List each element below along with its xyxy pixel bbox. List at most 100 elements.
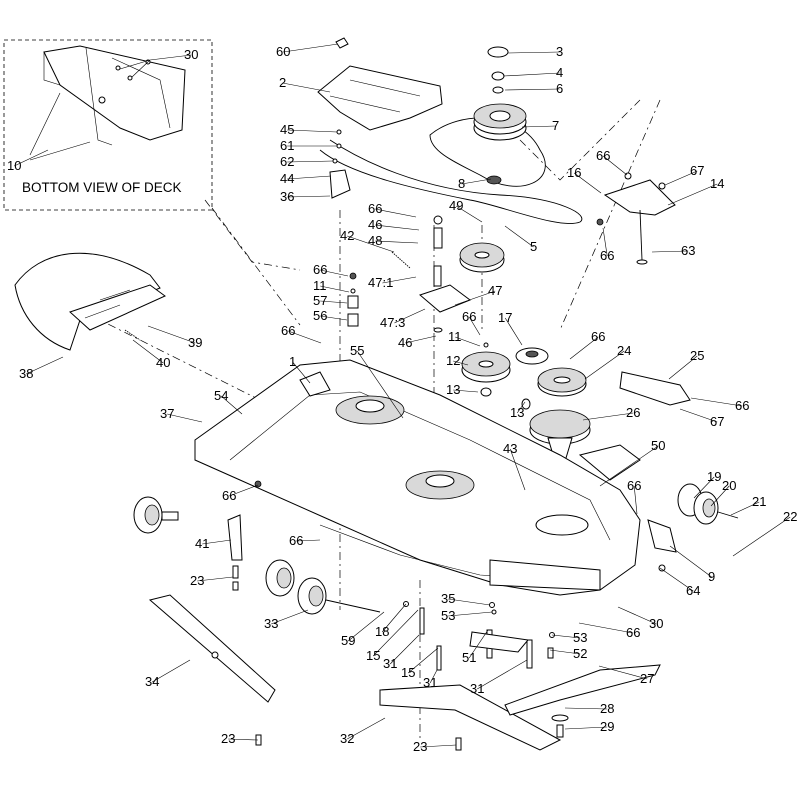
part-number: 12 [446,353,460,368]
callout-c64: 64 [659,567,700,598]
leader-line [320,269,349,277]
part-number: 31 [423,675,437,690]
deck-baffles [148,594,661,751]
front-baffle [14,252,166,351]
leader-line [509,448,526,491]
leader-line [584,350,625,380]
rear-rollers [265,559,381,615]
callout-c22: 22 [732,509,797,557]
callout-c4: 4 [503,65,563,80]
callout-c40: 40 [132,339,170,370]
top-pulley-stack [473,46,527,185]
part-number: 6 [556,81,563,96]
part-number: 63 [681,243,695,258]
leader-line [468,316,481,336]
leader-line [282,82,331,93]
bottom-hardware [255,601,555,751]
callout-c26: 26 [582,405,640,421]
leader-line [228,738,259,741]
leader-line [405,335,437,344]
callout-c52: 52 [549,646,587,661]
part-number: 59 [341,633,355,648]
idler-bracket [596,172,676,265]
leader-line [454,290,496,306]
leader-line [202,539,232,545]
part-number: 20 [722,478,736,493]
callout-c37: 37 [160,406,203,423]
callout-c55: 55 [350,343,404,419]
callout-c66j: 66 [222,484,259,503]
callout-c66f: 66 [281,323,322,344]
callout-c23c: 23 [413,739,457,754]
leader-line [288,330,322,344]
leader-line [732,516,791,557]
leader-line [693,476,715,499]
leader-line [582,412,634,421]
callout-c57: 57 [313,293,348,308]
callout-c36: 36 [280,189,331,204]
part-number: 41 [195,536,209,551]
callout-c59: 59 [341,611,385,648]
part-number: 28 [600,701,614,716]
leader-line [710,485,730,507]
callout-c67b: 67 [679,408,724,429]
callout-c13b: 13 [510,401,526,420]
leader-line [320,300,348,304]
part-number: 5 [530,239,537,254]
callout-c9: 9 [669,545,715,584]
callout-c20: 20 [710,478,736,507]
part-number: 37 [160,406,174,421]
side-bracket [619,371,691,406]
callout-c32: 32 [340,717,386,746]
part-number: 23 [413,739,427,754]
leader-line [690,397,743,407]
callout-c21: 21 [730,494,766,516]
part-number: 46 [368,217,382,232]
leader-line [477,659,528,690]
callout-c23a: 23 [190,573,234,588]
part-number: 44 [280,171,294,186]
inset-bottom-view: BOTTOM VIEW OF DECK [3,39,213,211]
part-number: 49 [449,198,463,213]
part-number: 34 [145,674,159,689]
part-number: 47 [488,283,502,298]
part-number: 32 [340,731,354,746]
leader-line [375,224,420,231]
part-number: 31 [383,656,397,671]
callout-c15a: 15 [366,609,419,663]
callout-c1: 1 [289,354,311,384]
part-number: 53 [441,608,455,623]
leader-line [296,539,321,542]
part-number: 61 [280,138,294,153]
part-number: 7 [552,118,559,133]
callout-c46b: 46 [398,335,437,350]
callout-c29: 29 [564,719,614,734]
leader-line [667,183,718,206]
part-number: 67 [710,414,724,429]
callout-c66k: 66 [289,533,321,548]
part-number: 23 [190,573,204,588]
part-number: 40 [156,355,170,370]
callout-c46a: 46 [368,217,420,232]
part-number: 3 [556,44,563,59]
leader-line [659,567,694,592]
part-number: 15 [366,648,380,663]
part-number: 21 [752,494,766,509]
callout-c34: 34 [145,659,191,689]
callout-c31c: 31 [470,659,528,696]
part-number: 26 [626,405,640,420]
leader-line [598,665,648,680]
leader-line [679,408,718,423]
part-number: 14 [710,176,724,191]
leader-line [504,317,523,346]
callout-c53b: 53 [551,630,587,645]
leader-line [453,360,469,366]
leader-line [453,389,479,393]
leader-line [381,603,407,633]
callout-c11b: 11 [448,329,481,347]
part-number: 47:1 [368,275,393,290]
part-number: 66 [313,262,327,277]
part-number: 66 [591,329,605,344]
leader-line [633,485,638,515]
